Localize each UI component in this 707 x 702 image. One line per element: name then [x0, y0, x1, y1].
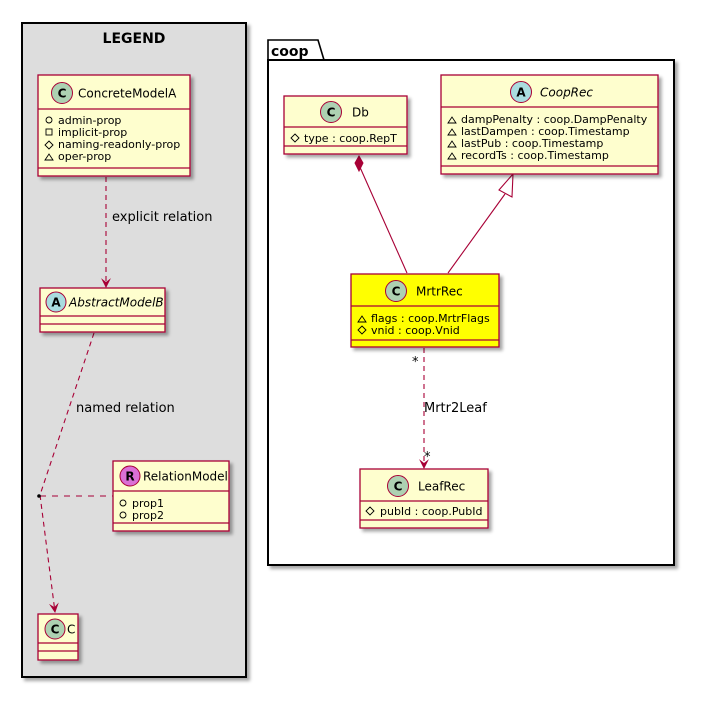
legend-title: LEGEND — [103, 31, 166, 47]
db-mrtr-composition — [354, 154, 408, 274]
named-relation: named relation — [37, 332, 175, 613]
protected-visibility-icon — [44, 140, 54, 150]
class-attribute: oper-prop — [58, 150, 111, 163]
svg-text:C: C — [51, 623, 60, 637]
class-mrtr-rec[interactable]: C MrtrRec flags : coop.MrtrFlags vnid : … — [350, 273, 500, 348]
class-stereotype-icon — [44, 618, 66, 640]
class-attribute: lastPub : coop.Timestamp — [461, 137, 603, 150]
public-visibility-icon — [119, 511, 127, 519]
class-attribute: recordTs : coop.Timestamp — [461, 149, 609, 162]
class-attribute: admin-prop — [58, 114, 121, 127]
class-name: LeafRec — [418, 480, 465, 494]
private-visibility-icon — [45, 128, 53, 136]
explicit-relation-label: explicit relation — [112, 210, 212, 225]
protected-visibility-icon — [357, 325, 367, 335]
explicit-relation: explicit relation — [101, 177, 212, 288]
class-name: ConcreteModelA — [78, 87, 177, 101]
inheritance-triangle — [498, 172, 514, 198]
association-point — [37, 494, 41, 498]
coop-mrtr-inheritance — [447, 172, 514, 274]
class-attribute: vnid : coop.Vnid — [371, 324, 460, 337]
svg-text:A: A — [516, 86, 526, 100]
abstract-stereotype-icon — [510, 81, 532, 103]
composition-diamond — [354, 154, 364, 173]
class-c[interactable]: C C — [37, 613, 79, 661]
class-name: C — [67, 623, 75, 637]
class-stereotype-icon — [320, 101, 342, 123]
svg-text:C: C — [58, 87, 67, 101]
abstract-stereotype-icon — [45, 291, 67, 313]
class-abstract-model-b[interactable]: A AbstractModelB — [39, 287, 166, 333]
class-leaf-rec[interactable]: C LeafRec pubId : coop.PubId — [359, 468, 489, 529]
class-name: RelationModel — [143, 470, 228, 484]
class-db[interactable]: C Db type : coop.RepT — [283, 95, 408, 155]
svg-text:R: R — [125, 470, 134, 484]
package-visibility-icon — [447, 128, 457, 136]
relation-stereotype-icon — [119, 465, 141, 487]
mrtr2leaf-src-multiplicity: * — [412, 355, 419, 370]
class-relation-model[interactable]: R RelationModel prop1 prop2 — [112, 460, 230, 532]
svg-text:A: A — [51, 296, 61, 310]
class-attribute: pubId : coop.PubId — [380, 505, 482, 518]
mrtr2leaf-label: Mrtr2Leaf — [424, 401, 487, 416]
class-name: CoopRec — [540, 86, 593, 100]
class-attribute: type : coop.RepT — [304, 132, 397, 145]
package-visibility-icon — [447, 116, 457, 124]
class-concrete-model-a[interactable]: C ConcreteModelA admin-prop implicit-pro… — [37, 74, 191, 177]
protected-visibility-icon — [365, 506, 375, 516]
mrtr2leaf-relation: * Mrtr2Leaf * — [412, 348, 487, 469]
class-attribute: prop2 — [132, 509, 164, 522]
named-relation-label: named relation — [76, 401, 175, 416]
svg-text:C: C — [327, 106, 336, 120]
class-stereotype-icon — [385, 280, 407, 302]
class-coop-rec[interactable]: A CoopRec dampPenalty : coop.DampPenalty… — [440, 74, 659, 175]
package-visibility-icon — [44, 153, 54, 161]
package-title: coop — [271, 44, 309, 60]
class-attribute: prop1 — [132, 497, 164, 510]
package-visibility-icon — [447, 140, 457, 148]
svg-text:C: C — [394, 480, 403, 494]
protected-visibility-icon — [290, 133, 300, 143]
class-stereotype-icon — [387, 475, 409, 497]
public-visibility-icon — [45, 116, 53, 124]
class-stereotype-icon — [51, 82, 73, 104]
public-visibility-icon — [119, 499, 127, 507]
class-attribute: lastDampen : coop.Timestamp — [461, 125, 630, 138]
class-attribute: flags : coop.MrtrFlags — [371, 312, 490, 325]
package-visibility-icon — [357, 315, 367, 323]
svg-text:C: C — [392, 285, 401, 299]
class-name: AbstractModelB — [68, 296, 164, 310]
class-name: MrtrRec — [416, 285, 463, 299]
mrtr2leaf-dst-multiplicity: * — [424, 450, 431, 465]
class-attribute: dampPenalty : coop.DampPenalty — [461, 113, 648, 126]
class-name: Db — [352, 106, 369, 120]
class-attribute: naming-readonly-prop — [58, 138, 180, 151]
class-attribute: implicit-prop — [58, 126, 127, 139]
package-visibility-icon — [447, 152, 457, 160]
